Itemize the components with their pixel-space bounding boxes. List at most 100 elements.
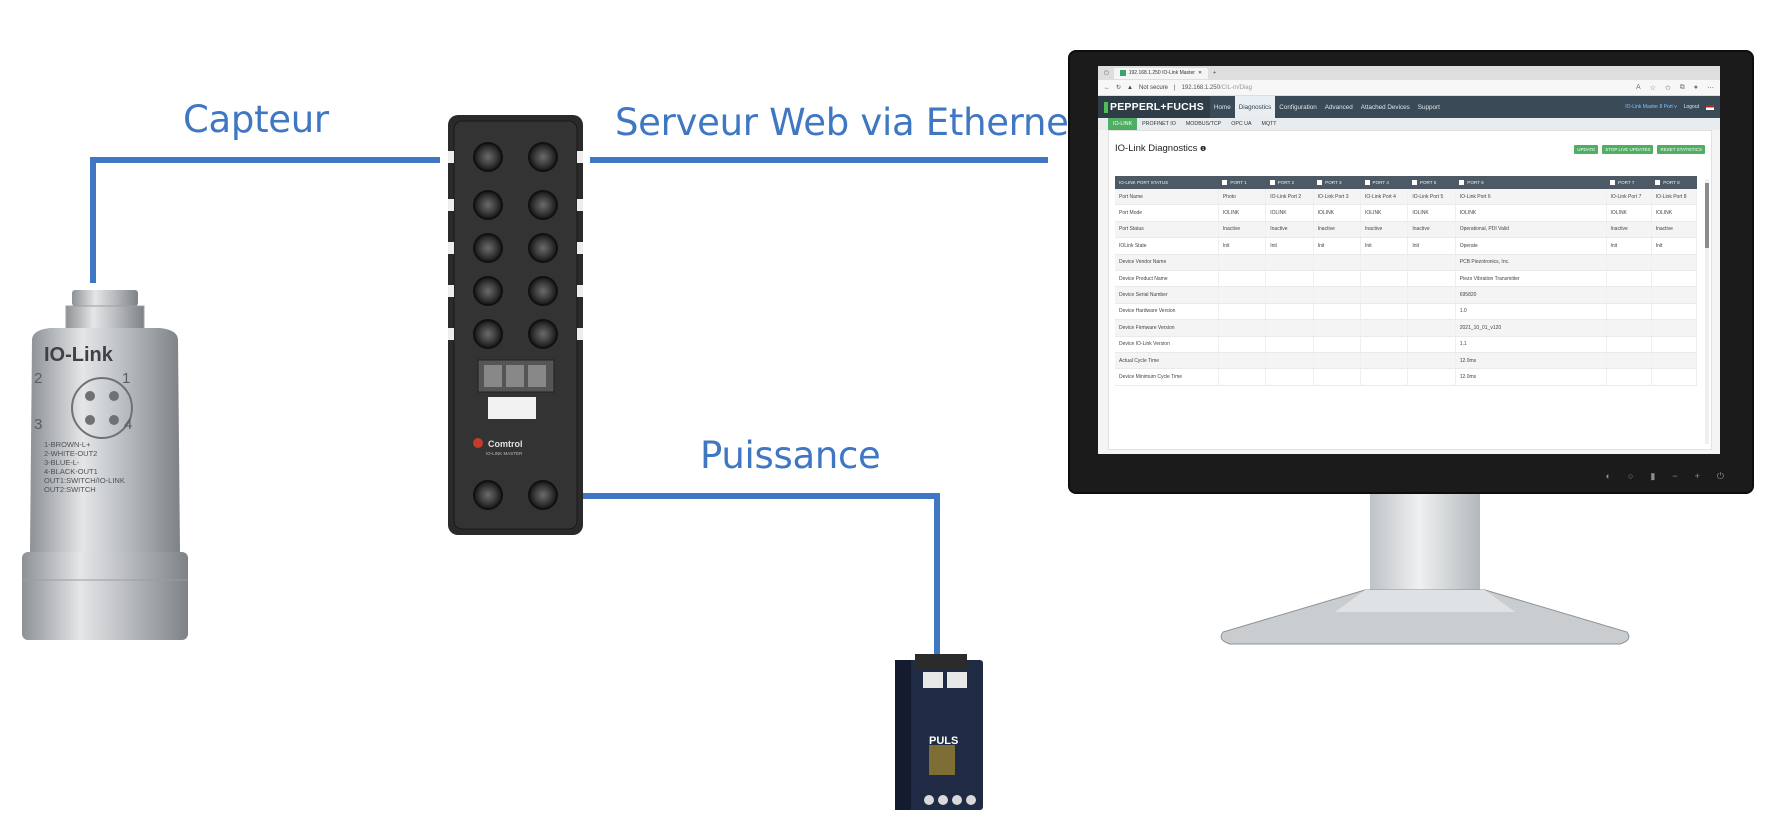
favorite-star-icon[interactable]: ☆	[1649, 84, 1656, 92]
table-cell: 695820	[1455, 286, 1607, 304]
subtab-opc-ua[interactable]: OPC UA	[1231, 121, 1252, 127]
port-checkbox-icon[interactable]	[1655, 180, 1661, 186]
port-checkbox-icon[interactable]	[1459, 180, 1465, 186]
table-cell	[1407, 319, 1456, 337]
port-checkbox-icon[interactable]	[1317, 180, 1323, 186]
monitor-screen: ▢ 192.168.1.250 IO-Link Master ✕ + ← ↻ ▲…	[1098, 66, 1720, 454]
close-tab-icon[interactable]: ✕	[1197, 70, 1203, 76]
window-menu-icon[interactable]: ▢	[1104, 70, 1109, 76]
table-cell: PCB Piezotronics, Inc.	[1455, 254, 1607, 271]
column-header[interactable]: PORT 1	[1218, 176, 1266, 189]
table-cell	[1360, 352, 1409, 370]
row-label: Device Minimum Cycle Time	[1115, 368, 1219, 386]
port-checkbox-icon[interactable]	[1222, 180, 1228, 186]
table-cell	[1360, 319, 1409, 337]
browser-tab[interactable]: 192.168.1.250 IO-Link Master ✕	[1113, 67, 1209, 79]
logout-link[interactable]: Logout	[1683, 104, 1699, 110]
bezel-button-icon[interactable]: −	[1672, 471, 1678, 481]
browser-address-bar: ← ↻ ▲ Not secure | 192.168.1.250/CIL-m/D…	[1098, 80, 1720, 96]
table-cell	[1651, 368, 1698, 386]
diagnostics-table: IO-LINK PORT STATUS PORT 1 PORT 2 PORT 3…	[1115, 176, 1698, 386]
read-aloud-icon[interactable]: A	[1635, 83, 1641, 91]
port-checkbox-icon[interactable]	[1364, 180, 1370, 186]
subtab-io-link[interactable]: IO-LINK	[1108, 118, 1138, 130]
diagnostics-page: IO-Link Diagnostics ❶ UPDATE STOP LIVE U…	[1108, 130, 1712, 450]
language-flag-icon[interactable]	[1706, 104, 1714, 110]
column-header[interactable]: PORT 5	[1407, 176, 1456, 189]
column-header[interactable]: PORT 6	[1455, 176, 1606, 189]
table-cell: Init	[1360, 237, 1409, 255]
table-cell: IO-Link Port 8	[1651, 189, 1698, 206]
nav-configuration[interactable]: Configuration	[1279, 103, 1317, 111]
table-cell	[1265, 368, 1314, 386]
update-button[interactable]: UPDATE	[1574, 145, 1599, 154]
column-header[interactable]: PORT 7	[1606, 176, 1652, 189]
table-cell: Inactive	[1313, 221, 1362, 239]
bezel-button-icon[interactable]: ◐	[1605, 471, 1611, 481]
table-scrollbar[interactable]	[1705, 179, 1709, 444]
refresh-icon[interactable]: ↻	[1116, 85, 1122, 91]
column-header[interactable]: PORT 8	[1651, 176, 1697, 189]
wire-master-to-psu	[582, 493, 940, 657]
brand-logo[interactable]: PEPPERL+FUCHS	[1098, 96, 1210, 118]
table-cell: Inactive	[1606, 221, 1652, 239]
column-header[interactable]: PORT 4	[1360, 176, 1408, 189]
table-cell	[1265, 352, 1314, 370]
bezel-button-icon[interactable]: ○	[1627, 471, 1634, 481]
url-divider: |	[1174, 84, 1176, 91]
table-cell	[1606, 270, 1652, 288]
monitor-bezel-controls: ◐ ○ ▮ − + ⏻	[1606, 471, 1724, 482]
bezel-button-icon[interactable]: +	[1694, 471, 1700, 481]
subtab-mqtt[interactable]: MQTT	[1261, 121, 1277, 127]
table-cell	[1651, 319, 1698, 337]
new-tab-icon[interactable]: +	[1213, 70, 1217, 76]
table-cell	[1407, 352, 1456, 370]
collections-icon[interactable]: ⧉	[1679, 83, 1685, 91]
table-cell: 12.0ms	[1455, 368, 1607, 386]
table-cell	[1651, 303, 1698, 321]
table-cell	[1218, 286, 1267, 304]
wire-sensor-to-master	[90, 157, 440, 283]
scrollbar-thumb[interactable]	[1705, 183, 1709, 248]
power-icon[interactable]: ⏻	[1716, 471, 1724, 481]
port-checkbox-icon[interactable]	[1269, 180, 1275, 186]
table-cell	[1360, 303, 1409, 321]
help-icon[interactable]: ❶	[1200, 146, 1207, 153]
column-header[interactable]: PORT 3	[1313, 176, 1361, 189]
device-info-link[interactable]: IO-Link Master 8 Port v	[1625, 104, 1677, 110]
url-input[interactable]: 192.168.1.250/CIL-m/Diag	[1182, 85, 1252, 91]
label-puissance: Puissance	[700, 434, 881, 477]
subtab-profinet-io[interactable]: PROFINET IO	[1142, 121, 1176, 127]
table-cell	[1265, 336, 1314, 353]
nav-diagnostics[interactable]: Diagnostics	[1234, 96, 1276, 118]
stop-live-updates-button[interactable]: STOP LIVE UPDATES	[1602, 145, 1654, 154]
nav-home[interactable]: Home	[1213, 103, 1231, 111]
table-cell	[1265, 319, 1314, 337]
table-cell: Init	[1606, 237, 1652, 255]
subtab-modbus-tcp[interactable]: MODBUS/TCP	[1185, 121, 1222, 127]
profile-icon[interactable]: ●	[1693, 83, 1698, 91]
table-cell	[1606, 254, 1652, 271]
port-checkbox-icon[interactable]	[1411, 180, 1417, 186]
table-cell	[1313, 368, 1362, 386]
nav-advanced[interactable]: Advanced	[1324, 103, 1353, 111]
more-options-icon[interactable]: ⋯	[1707, 84, 1714, 92]
back-arrow-icon[interactable]: ←	[1104, 84, 1110, 91]
port-checkbox-icon[interactable]	[1610, 180, 1615, 186]
row-label: Device Firmware Version	[1115, 319, 1219, 337]
table-cell	[1313, 303, 1362, 321]
favorites-icon[interactable]: ✩	[1664, 84, 1671, 92]
reset-statistics-button[interactable]: RESET STATISTICS	[1657, 145, 1705, 154]
table-cell: IOLINK	[1218, 204, 1267, 222]
nav-support[interactable]: Support	[1417, 103, 1440, 111]
table-cell	[1360, 336, 1409, 353]
bezel-button-icon[interactable]: ▮	[1650, 471, 1656, 481]
table-cell: Init	[1218, 237, 1267, 255]
nav-attached-devices[interactable]: Attached Devices	[1360, 103, 1410, 111]
column-header[interactable]: PORT 2	[1265, 176, 1314, 189]
